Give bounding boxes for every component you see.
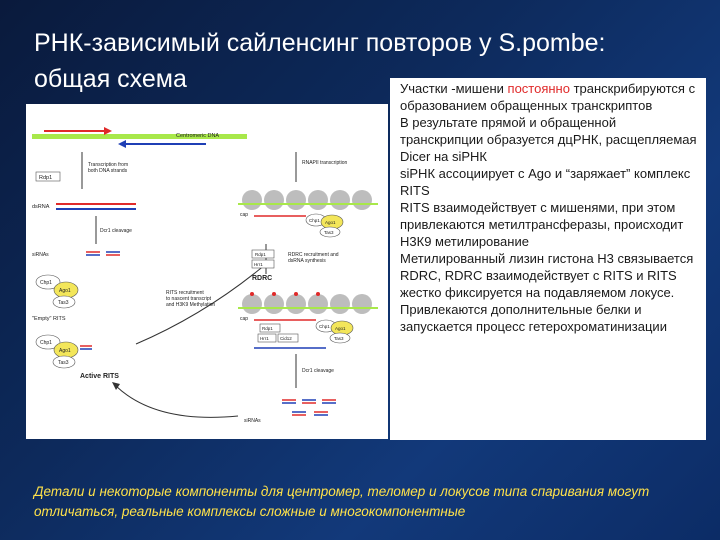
label-rits-recruit2: to nascent transcript bbox=[166, 296, 212, 302]
label-ago1-r1: Ago1 bbox=[325, 220, 336, 225]
slide-title: РНК-зависимый сайленсинг повторов у S.po… bbox=[34, 29, 606, 57]
label-rdrc-recruit1: RDRC recruitment and bbox=[288, 252, 339, 258]
rits-on-transcript-1: Chp1 Ago1 Tas3 bbox=[305, 213, 344, 238]
label-ago1-empty: Ago1 bbox=[59, 288, 71, 294]
label-dcr1-top: Dcr1 cleavage bbox=[100, 228, 132, 234]
arrow-red-head bbox=[104, 127, 112, 135]
label-rdrc: RDRC bbox=[252, 275, 272, 282]
arrow-return-sirnas bbox=[115, 385, 239, 418]
explanation-text: Участки -мишени постоянно транскрибируют… bbox=[390, 78, 706, 440]
arrow-rits-recruitment bbox=[135, 263, 267, 345]
label-cid12-b: Cid12 bbox=[280, 336, 292, 341]
diagram-svg: Centromeric DNA Rdp1 Transcription from … bbox=[32, 127, 378, 424]
label-tas3-b: Tas3 bbox=[334, 336, 344, 341]
label-transcription1: Transcription from bbox=[88, 162, 128, 168]
dna-top-bar bbox=[32, 134, 247, 139]
paragraph-5: Метилированный лизин гистона Н3 связывае… bbox=[400, 251, 694, 334]
paragraph-2: В результате прямой и обращенной транскр… bbox=[400, 115, 697, 164]
label-rdp1-b: Rdp1 bbox=[262, 326, 273, 331]
label-transcription2: both DNA strands bbox=[88, 168, 128, 174]
paragraph-3: siРНК ассоциирует с Ago и “заряжает” ком… bbox=[400, 166, 691, 198]
rdrc-complex: Rdp1 Hrr1 bbox=[251, 249, 275, 269]
label-active-rits: Active RITS bbox=[80, 373, 119, 380]
label-dcr1-bottom: Dcr1 cleavage bbox=[302, 368, 334, 374]
arrow-blue-head bbox=[118, 140, 126, 148]
label-chp1-empty: Chp1 bbox=[40, 280, 52, 286]
slide-subtitle: общая схема bbox=[34, 65, 187, 93]
label-cap-1: cap bbox=[240, 212, 248, 218]
label-tas3-empty: Tas3 bbox=[58, 300, 69, 306]
label-cap-2: cap bbox=[240, 316, 248, 322]
label-rits-recruit1: RITS recruitment bbox=[166, 290, 204, 296]
paragraph-1: Участки -мишени постоянно транскрибируют… bbox=[400, 81, 696, 113]
empty-rits-complex: Chp1 Ago1 Tas3 bbox=[35, 274, 79, 309]
label-chp1-b: Chp1 bbox=[319, 324, 330, 329]
label-sirnas-bottom: siRNAs bbox=[244, 418, 261, 424]
label-hrr1-b: Hrr1 bbox=[260, 336, 269, 341]
sirna-group-left bbox=[86, 251, 120, 256]
label-rdp1-top: Rdp1 bbox=[39, 175, 52, 181]
label-rdp1-rdrc: Rdp1 bbox=[255, 252, 266, 257]
rdp1-box-top bbox=[35, 171, 61, 182]
mechanism-diagram: Centromeric DNA Rdp1 Transcription from … bbox=[26, 104, 388, 439]
label-ago1-b: Ago1 bbox=[335, 326, 346, 331]
label-sirnas-left: siRNAs bbox=[32, 252, 49, 258]
label-rnapii: RNAPII transcription bbox=[302, 160, 348, 166]
arrow-return-head bbox=[112, 382, 120, 390]
label-rdrc-recruit2: dsRNA synthesis bbox=[288, 258, 326, 264]
label-tas3-r1: Tas3 bbox=[324, 230, 334, 235]
label-tas3-active: Tas3 bbox=[58, 360, 69, 366]
label-centromeric-dna: Centromeric DNA bbox=[176, 133, 219, 139]
nucleosome-row-1 bbox=[238, 190, 378, 210]
nucleosome-row-2 bbox=[238, 292, 378, 314]
label-chp1-active: Chp1 bbox=[40, 340, 52, 346]
rdrc-rits-bound: Rdp1 Hrr1 Cid12 Chp1 Ago1 Tas3 bbox=[257, 319, 354, 344]
label-dsrna: dsRNA bbox=[32, 204, 50, 210]
label-rits-recruit3: and H3K9 Methylation bbox=[166, 302, 215, 308]
paragraph-4: RITS взаимодействует с мишенями, при это… bbox=[400, 200, 684, 249]
active-rits-complex: Chp1 Ago1 Tas3 bbox=[35, 334, 92, 369]
label-chp1-r1: Chp1 bbox=[309, 218, 320, 223]
label-hrr1-rdrc: Hrr1 bbox=[254, 262, 263, 267]
label-empty-rits: "Empty" RITS bbox=[32, 316, 66, 322]
sirna-group-bottom bbox=[282, 399, 336, 416]
label-ago1-active: Ago1 bbox=[59, 348, 71, 354]
footnote: Детали и некоторые компоненты для центро… bbox=[34, 484, 650, 519]
